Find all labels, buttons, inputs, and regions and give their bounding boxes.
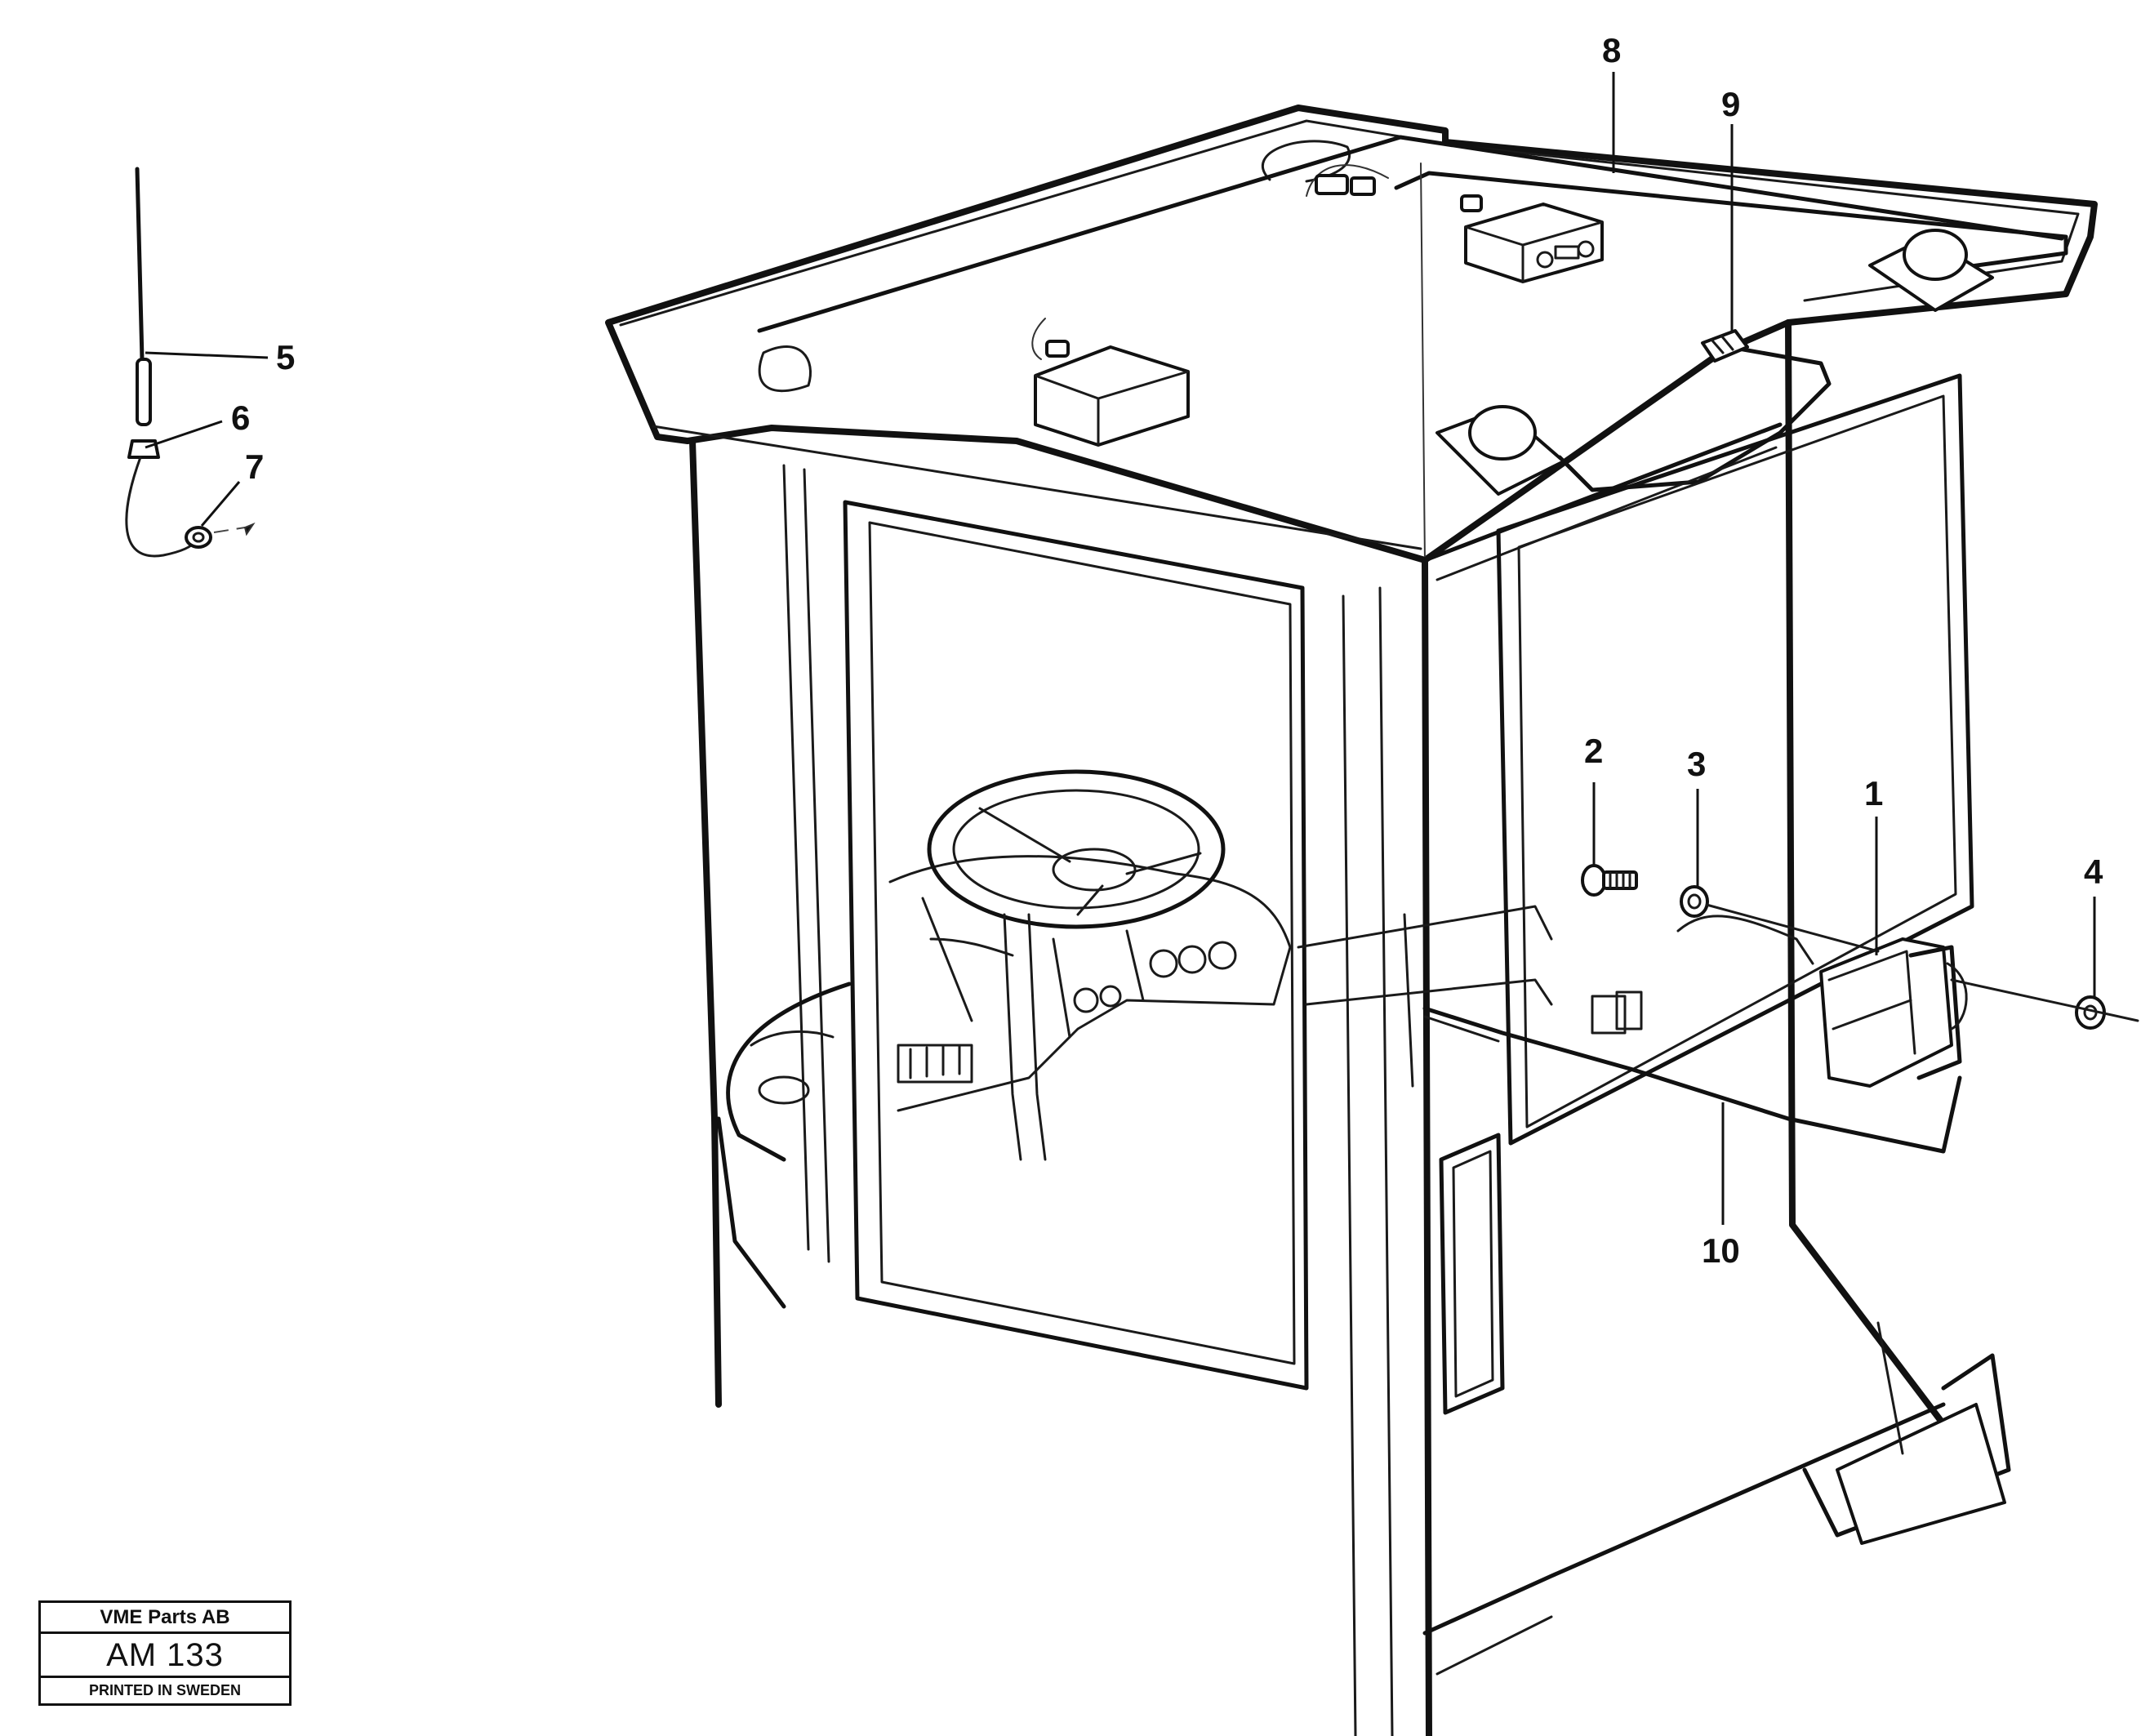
junction-box-icon <box>1034 345 1190 447</box>
stamp-company: VME Parts AB <box>41 1603 289 1634</box>
control-unit-icon <box>1819 937 1968 1088</box>
cab-body <box>689 319 2011 1736</box>
callout-2: 2 <box>1584 732 1603 770</box>
switch-icon <box>1701 329 1749 363</box>
antenna-icon <box>125 167 198 558</box>
callout-6: 6 <box>231 398 250 437</box>
callout-7: 7 <box>245 447 264 486</box>
cab-roof <box>605 105 2098 564</box>
dashboard <box>888 855 1814 1112</box>
assembly-axis-line <box>1705 903 2139 1022</box>
connector-icon <box>1045 174 1483 358</box>
bolt-icon <box>1581 864 1638 897</box>
callout-5: 5 <box>276 338 295 376</box>
wiring-harness <box>1422 1006 1962 1154</box>
callout-3: 3 <box>1687 745 1706 783</box>
callout-4: 4 <box>2084 852 2103 891</box>
callout-8: 8 <box>1602 31 1621 69</box>
steering-wheel-icon <box>927 769 1226 1161</box>
speaker-icon <box>1435 229 1994 496</box>
washer-icon <box>1680 885 1709 918</box>
radio-icon <box>1464 203 1604 283</box>
callout-1: 1 <box>1864 774 1883 812</box>
callout-9: 9 <box>1721 85 1740 123</box>
callout-10: 10 <box>1702 1231 1740 1270</box>
stamp-printed: PRINTED IN SWEDEN <box>88 1682 241 1698</box>
publisher-stamp: VME Parts AB AM 133 PRINTED IN SWEDEN <box>38 1600 292 1706</box>
callout-leaders <box>145 72 2096 1225</box>
washer-icon <box>185 522 256 549</box>
stamp-code: AM 133 <box>41 1634 289 1678</box>
